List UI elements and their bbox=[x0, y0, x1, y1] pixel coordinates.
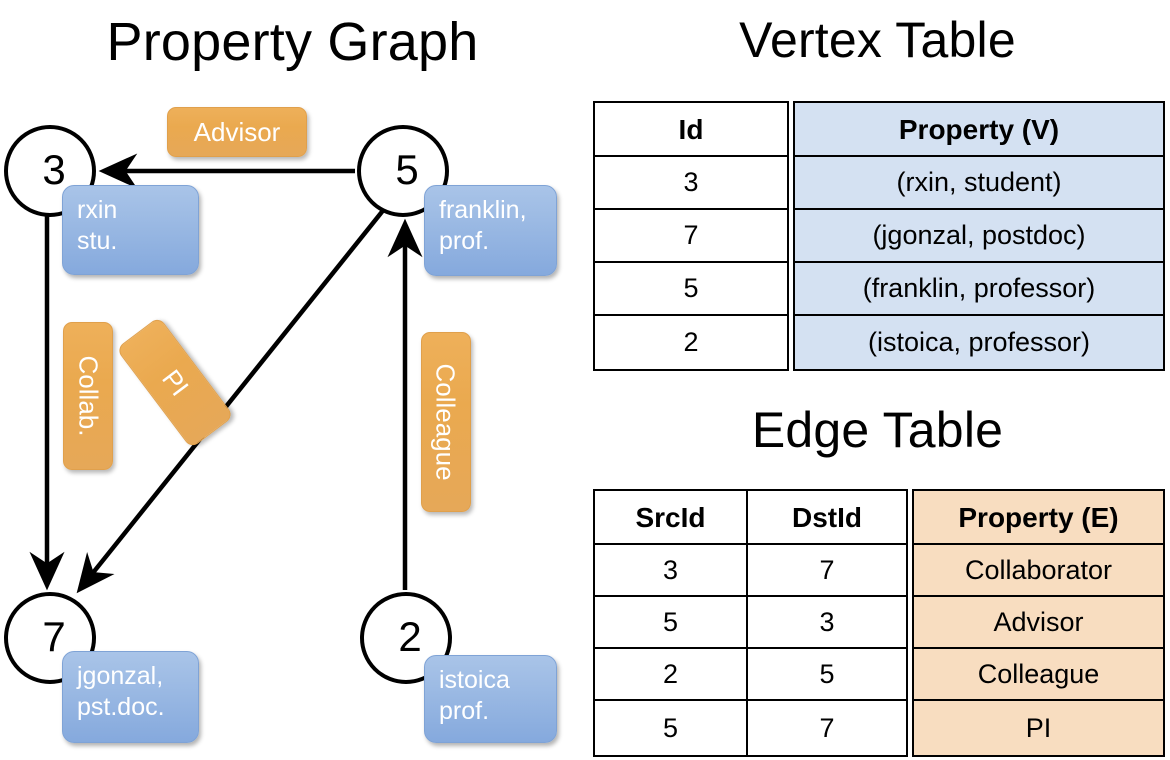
graph-node-7-label: 7 bbox=[42, 613, 66, 660]
vertex-table-row-2-id: 5 bbox=[593, 261, 789, 316]
graph-edge-lines bbox=[29, 153, 423, 594]
edge-table-header-property: Property (E) bbox=[912, 489, 1165, 545]
node-property-box-7-line1: jgonzal, bbox=[77, 662, 164, 690]
node-property-box-7-line2: pst.doc. bbox=[77, 693, 165, 721]
node-property-box-7: jgonzal, pst.doc. bbox=[62, 651, 199, 743]
edge-table-row-0-property: Collaborator bbox=[912, 543, 1165, 597]
node-property-box-3: rxin stu. bbox=[62, 185, 199, 275]
graph-node-5: 5 bbox=[357, 125, 449, 217]
node-property-box-2-line1: istoica bbox=[439, 666, 510, 694]
graph-node-2: 2 bbox=[360, 592, 452, 684]
graph-node-5-label: 5 bbox=[395, 146, 419, 193]
edge-table-row-1-dst: 3 bbox=[746, 595, 908, 649]
edge-label-pi-text: PI bbox=[155, 363, 195, 402]
node-property-box-5: franklin, prof. bbox=[424, 185, 557, 276]
edge-table-row-1-src: 5 bbox=[593, 595, 748, 649]
page-title-edge-table: Edge Table bbox=[751, 402, 1004, 458]
graph-edge-5-to-7 bbox=[76, 206, 387, 594]
node-property-box-5-line1: franklin, bbox=[439, 196, 527, 224]
edge-label-advisor: Advisor bbox=[167, 107, 307, 157]
edge-table: SrcId DstId Property (E) 3 7 Collaborato… bbox=[593, 489, 1165, 757]
vertex-table-row-1-id: 7 bbox=[593, 208, 789, 263]
graph-node-3-label: 3 bbox=[42, 146, 66, 193]
vertex-table-row-3-id: 2 bbox=[593, 314, 789, 371]
node-property-box-3-line2: stu. bbox=[77, 227, 118, 255]
vertex-table: Id Property (V) 3 (rxin, student) 7 (jgo… bbox=[593, 101, 1165, 371]
edge-table-row-2-src: 2 bbox=[593, 647, 748, 701]
vertex-table-row-3-property: (istoica, professor) bbox=[793, 314, 1165, 371]
page-title-property-graph: Property Graph bbox=[106, 12, 479, 72]
edge-table-row-3-dst: 7 bbox=[746, 699, 908, 757]
edge-table-header-dstid: DstId bbox=[746, 489, 908, 545]
property-graph-diagram: Advisor Collab. PI Colleague 3 5 7 2 rxi… bbox=[4, 107, 557, 743]
edge-table-header-srcid: SrcId bbox=[593, 489, 748, 545]
edge-label-colleague-text: Colleague bbox=[431, 363, 461, 481]
edge-table-row-3-property: PI bbox=[912, 699, 1165, 757]
edge-label-collab: Collab. bbox=[63, 322, 113, 470]
page-title-vertex-table: Vertex Table bbox=[739, 12, 1016, 68]
edge-table-row-2-dst: 5 bbox=[746, 647, 908, 701]
node-property-box-2-line2: prof. bbox=[439, 697, 490, 725]
node-property-box-2: istoica prof. bbox=[424, 655, 557, 743]
edge-table-row-0-src: 3 bbox=[593, 543, 748, 597]
vertex-table-row-2-property: (franklin, professor) bbox=[793, 261, 1165, 316]
node-property-box-5-line2: prof. bbox=[439, 227, 490, 255]
vertex-table-header-property: Property (V) bbox=[793, 101, 1165, 157]
vertex-table-header-id: Id bbox=[593, 101, 789, 157]
edge-table-row-1-property: Advisor bbox=[912, 595, 1165, 649]
edge-label-collab-text: Collab. bbox=[73, 355, 103, 437]
vertex-table-row-0-property: (rxin, student) bbox=[793, 155, 1165, 210]
edge-table-row-3-src: 5 bbox=[593, 699, 748, 757]
edge-label-advisor-text: Advisor bbox=[193, 117, 281, 147]
vertex-table-row-0-id: 3 bbox=[593, 155, 789, 210]
node-property-box-3-line1: rxin bbox=[77, 196, 118, 224]
edge-table-row-2-property: Colleague bbox=[912, 647, 1165, 701]
edge-table-row-0-dst: 7 bbox=[746, 543, 908, 597]
vertex-table-row-1-property: (jgonzal, postdoc) bbox=[793, 208, 1165, 263]
edge-label-colleague: Colleague bbox=[421, 332, 471, 512]
graph-node-2-label: 2 bbox=[398, 613, 422, 660]
